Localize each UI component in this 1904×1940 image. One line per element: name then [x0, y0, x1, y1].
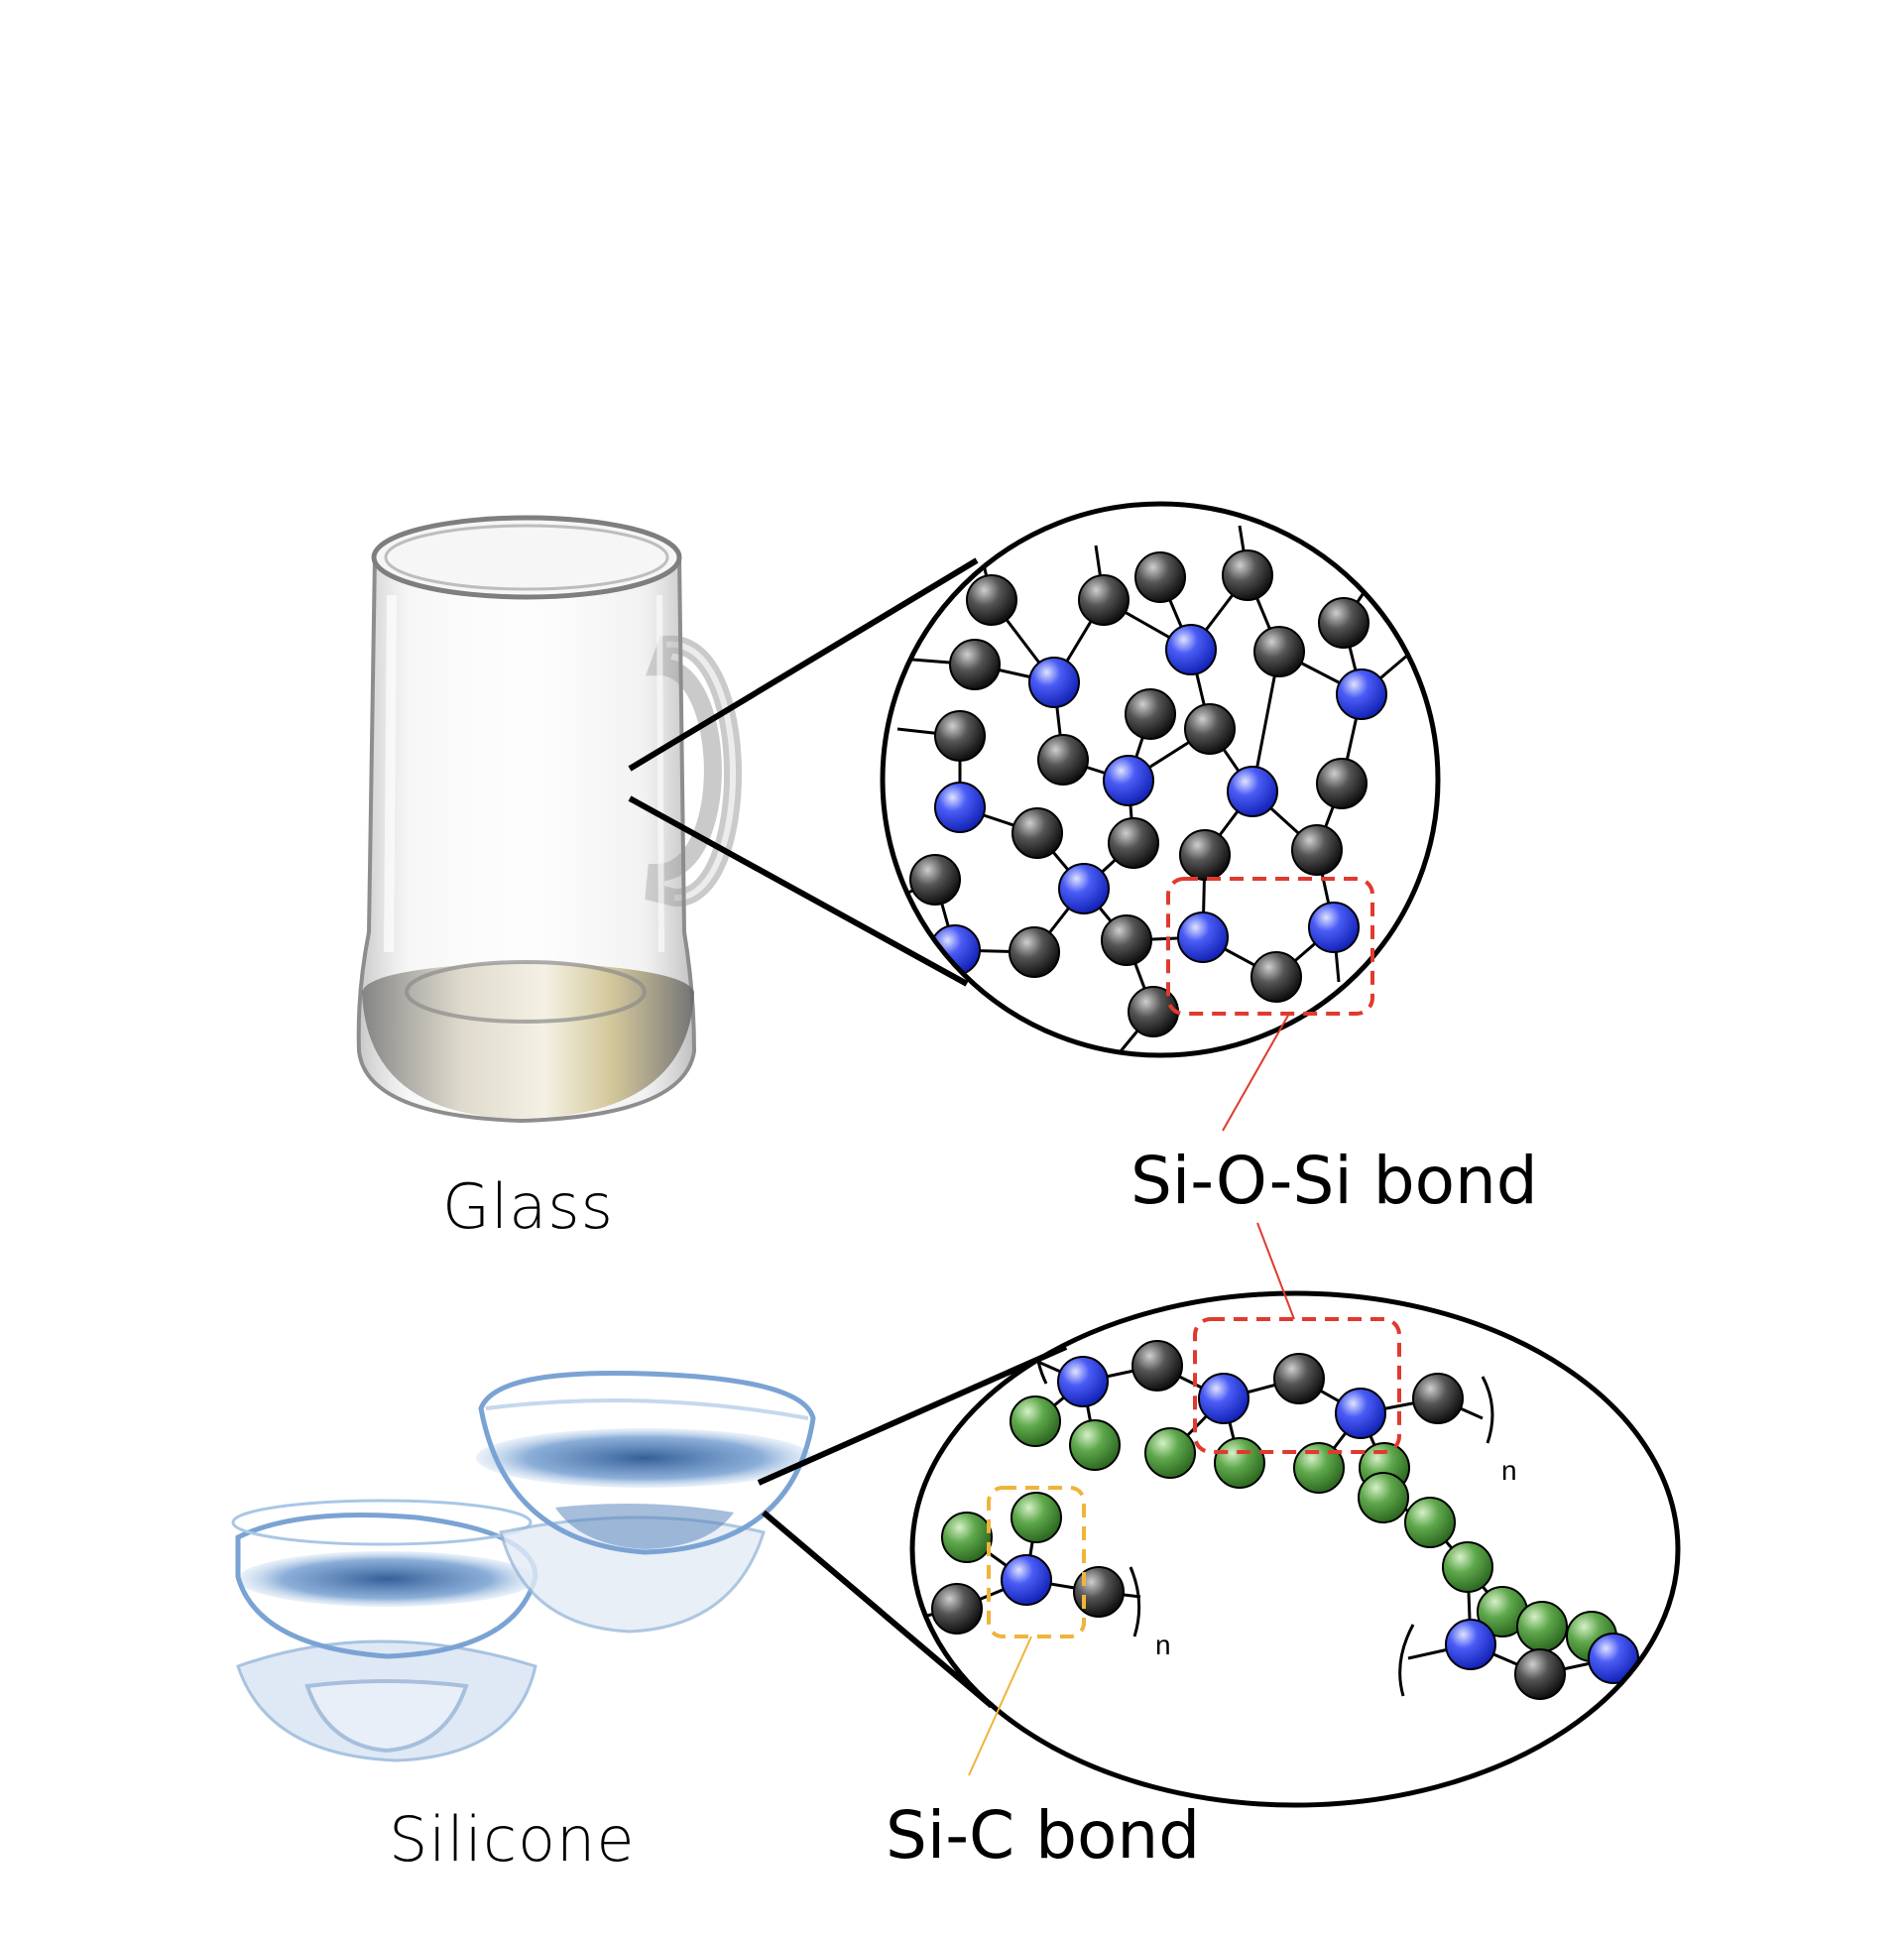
siosi-highlight-box-glass — [1166, 877, 1374, 1016]
carbon-atom — [941, 1512, 993, 1563]
silicon-atom — [1335, 1388, 1386, 1439]
sic-highlight-box — [987, 1486, 1086, 1638]
silicon-atom — [1165, 624, 1217, 675]
lens-callout-line-lower — [762, 1510, 994, 1709]
siosi-highlight-box-silicone — [1193, 1317, 1401, 1454]
mug-callout-line-upper — [628, 557, 979, 772]
oxygen-atom — [1108, 817, 1159, 869]
oxygen-atom — [1316, 758, 1368, 809]
oxygen-atom — [1250, 951, 1302, 1003]
subscript-n-lower: n — [1155, 1630, 1171, 1660]
oxygen-atom — [949, 639, 1001, 690]
silicon-atom — [934, 782, 986, 833]
oxygen-atom — [1012, 807, 1063, 859]
sic-pointer — [968, 1636, 1032, 1776]
oxygen-atom — [1125, 688, 1176, 740]
silicon-atom — [1058, 863, 1110, 914]
contact-lenses-image — [231, 1370, 816, 1762]
silicon-atom — [1177, 911, 1229, 963]
carbon-atom — [1293, 1442, 1345, 1494]
silicon-atom — [1028, 657, 1080, 708]
oxygen-atom — [1184, 703, 1236, 755]
siosi-pointer-lower — [1256, 1222, 1295, 1320]
silicone-molecular-chain: n n — [909, 1290, 1681, 1808]
oxygen-atom — [1101, 914, 1152, 966]
glass-mug-image — [356, 515, 742, 1124]
oxygen-atom — [909, 854, 961, 906]
carbon-atom — [1010, 1395, 1061, 1447]
carbon-atom — [1442, 1541, 1493, 1593]
glass-molecular-network — [880, 501, 1441, 1058]
carbon-atom — [1011, 1492, 1062, 1543]
oxygen-atom — [966, 574, 1017, 626]
oxygen-atom — [1412, 1373, 1464, 1424]
oxygen-atom — [931, 1583, 983, 1635]
silicon-atom — [1227, 766, 1278, 817]
silicon-atom — [1588, 1633, 1639, 1684]
oxygen-atom — [1273, 1353, 1325, 1404]
glass-label: Glass — [442, 1170, 614, 1243]
oxygen-atom — [1009, 926, 1060, 978]
oxygen-atom — [1514, 1648, 1566, 1700]
silicon-atom — [1336, 668, 1387, 720]
silicone-label: Silicone — [389, 1803, 636, 1876]
siosi-pointer-upper — [1222, 1013, 1290, 1132]
lens-callout-line-upper — [757, 1344, 1068, 1486]
silicon-atom — [1445, 1619, 1496, 1670]
siosi-bond-label: Si-O-Si bond — [1130, 1143, 1538, 1219]
oxygen-atom — [1222, 549, 1273, 601]
oxygen-atom — [1037, 734, 1089, 786]
carbon-atom — [1214, 1437, 1265, 1489]
silicon-atom — [1308, 902, 1360, 953]
oxygen-atom — [1131, 1340, 1183, 1392]
oxygen-atom — [1253, 626, 1305, 677]
carbon-atom — [1358, 1472, 1409, 1523]
sic-bond-label: Si-C bond — [886, 1797, 1201, 1874]
oxygen-atom — [1134, 551, 1186, 603]
carbon-atom — [1069, 1419, 1121, 1471]
silicon-atom — [1057, 1356, 1109, 1407]
oxygen-atom — [1128, 986, 1179, 1037]
oxygen-atom — [1179, 829, 1231, 881]
oxygen-atom — [1078, 574, 1130, 626]
carbon-atom — [1404, 1497, 1456, 1548]
silicon-atom — [1001, 1554, 1052, 1606]
carbon-atom — [1144, 1427, 1196, 1479]
subscript-n-upper: n — [1501, 1455, 1517, 1486]
oxygen-atom — [1073, 1566, 1125, 1618]
silicon-atom — [1198, 1373, 1250, 1424]
oxygen-atom — [1291, 824, 1343, 876]
oxygen-atom — [934, 710, 986, 762]
silicon-atom — [1103, 755, 1154, 806]
oxygen-atom — [1318, 597, 1369, 649]
carbon-atom — [1516, 1601, 1568, 1652]
mug-callout-line-lower — [628, 795, 969, 987]
